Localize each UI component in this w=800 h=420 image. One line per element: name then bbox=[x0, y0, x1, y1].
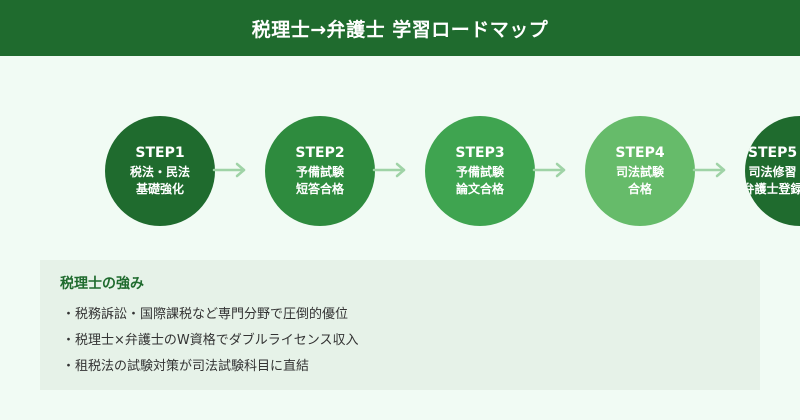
list-item: ・税理士×弁護士のW資格でダブルライセンス収入 bbox=[62, 333, 359, 348]
step-2-label: STEP2 bbox=[295, 145, 345, 162]
page-title: 税理士→弁護士 学習ロードマップ bbox=[251, 18, 549, 41]
step-5-circle: STEP5 司法修習 弁護士登録 bbox=[745, 116, 800, 226]
step-5-line-1: 司法修習 bbox=[748, 164, 797, 179]
strengths-list: ・税務訴訟・国際課税など専門分野で圧倒的優位 ・税理士×弁護士のW資格でダブルラ… bbox=[62, 302, 359, 380]
step-4-line-1: 司法試験 bbox=[615, 164, 664, 179]
strengths-title: 税理士の強み bbox=[60, 276, 144, 292]
step-4-label: STEP4 bbox=[615, 145, 665, 162]
step-5-label: STEP5 bbox=[747, 145, 798, 162]
step-3-line-2: 論文合格 bbox=[455, 182, 504, 197]
step-3-label: STEP3 bbox=[455, 145, 505, 162]
strengths-panel: 税理士の強み ・税務訴訟・国際課税など専門分野で圧倒的優位 ・税理士×弁護士のW… bbox=[40, 260, 760, 390]
arrow-right-icon bbox=[692, 162, 726, 178]
step-4-line-2: 合格 bbox=[627, 182, 652, 197]
step-3-circle: STEP3 予備試験 論文合格 bbox=[425, 116, 535, 226]
step-1-line-1: 税法・民法 bbox=[129, 164, 190, 179]
step-5-line-2: 弁護士登録 bbox=[745, 182, 800, 197]
list-item: ・租税法の試験対策が司法試験科目に直結 bbox=[62, 359, 310, 374]
step-4-circle: STEP4 司法試験 合格 bbox=[585, 116, 695, 226]
arrow-right-icon bbox=[372, 162, 406, 178]
step-2-line-2: 短答合格 bbox=[295, 182, 344, 197]
step-3-line-1: 予備試験 bbox=[455, 164, 504, 179]
step-1-circle: STEP1 税法・民法 基礎強化 bbox=[105, 116, 215, 226]
arrow-right-icon bbox=[532, 162, 566, 178]
page-header: 税理士→弁護士 学習ロードマップ bbox=[0, 0, 800, 56]
step-2-circle: STEP2 予備試験 短答合格 bbox=[265, 116, 375, 226]
step-2-line-1: 予備試験 bbox=[295, 164, 344, 179]
step-1-line-2: 基礎強化 bbox=[135, 182, 184, 197]
arrow-right-icon bbox=[212, 162, 246, 178]
list-item: ・税務訴訟・国際課税など専門分野で圧倒的優位 bbox=[62, 307, 349, 322]
step-1-label: STEP1 bbox=[135, 145, 185, 162]
